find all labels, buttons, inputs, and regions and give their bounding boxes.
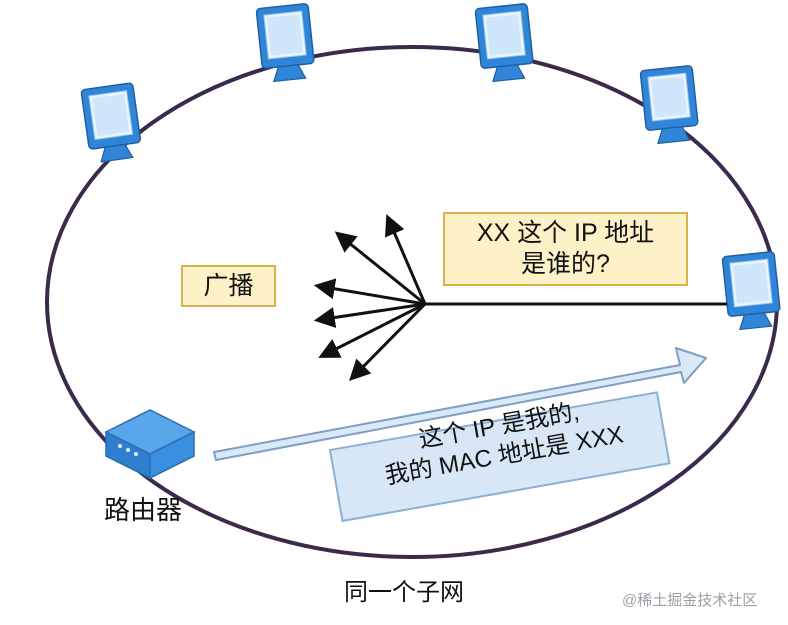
broadcast-arrow [313,278,426,306]
router-label: 路由器 [104,495,183,525]
question-box: XX 这个 IP 地址 是谁的? [443,212,688,286]
reply-arrow [213,347,707,461]
question-line-2: 是谁的? [521,250,610,279]
watermark: @稀土掘金技术社区 [622,592,758,609]
broadcast-label: 广播 [203,272,254,300]
broadcast-arrow [313,302,426,328]
broadcast-arrow [349,302,427,381]
router-icon [104,409,196,480]
reply-box [328,391,671,523]
broadcast-arrow [384,214,427,305]
computer-monitor-icon [721,250,783,332]
broadcast-arrows [313,214,427,381]
computer-monitor-icon [474,2,536,84]
computer-monitor-icon [255,2,317,84]
broadcast-arrow [334,231,426,306]
question-line-1: XX 这个 IP 地址 [476,219,655,247]
subnet-caption: 同一个子网 [344,579,464,606]
broadcast-label-box: 广播 [181,265,276,307]
broadcast-arrow [318,302,426,358]
computer-monitor-icon [639,64,701,146]
computer-monitor-icon [80,82,144,165]
